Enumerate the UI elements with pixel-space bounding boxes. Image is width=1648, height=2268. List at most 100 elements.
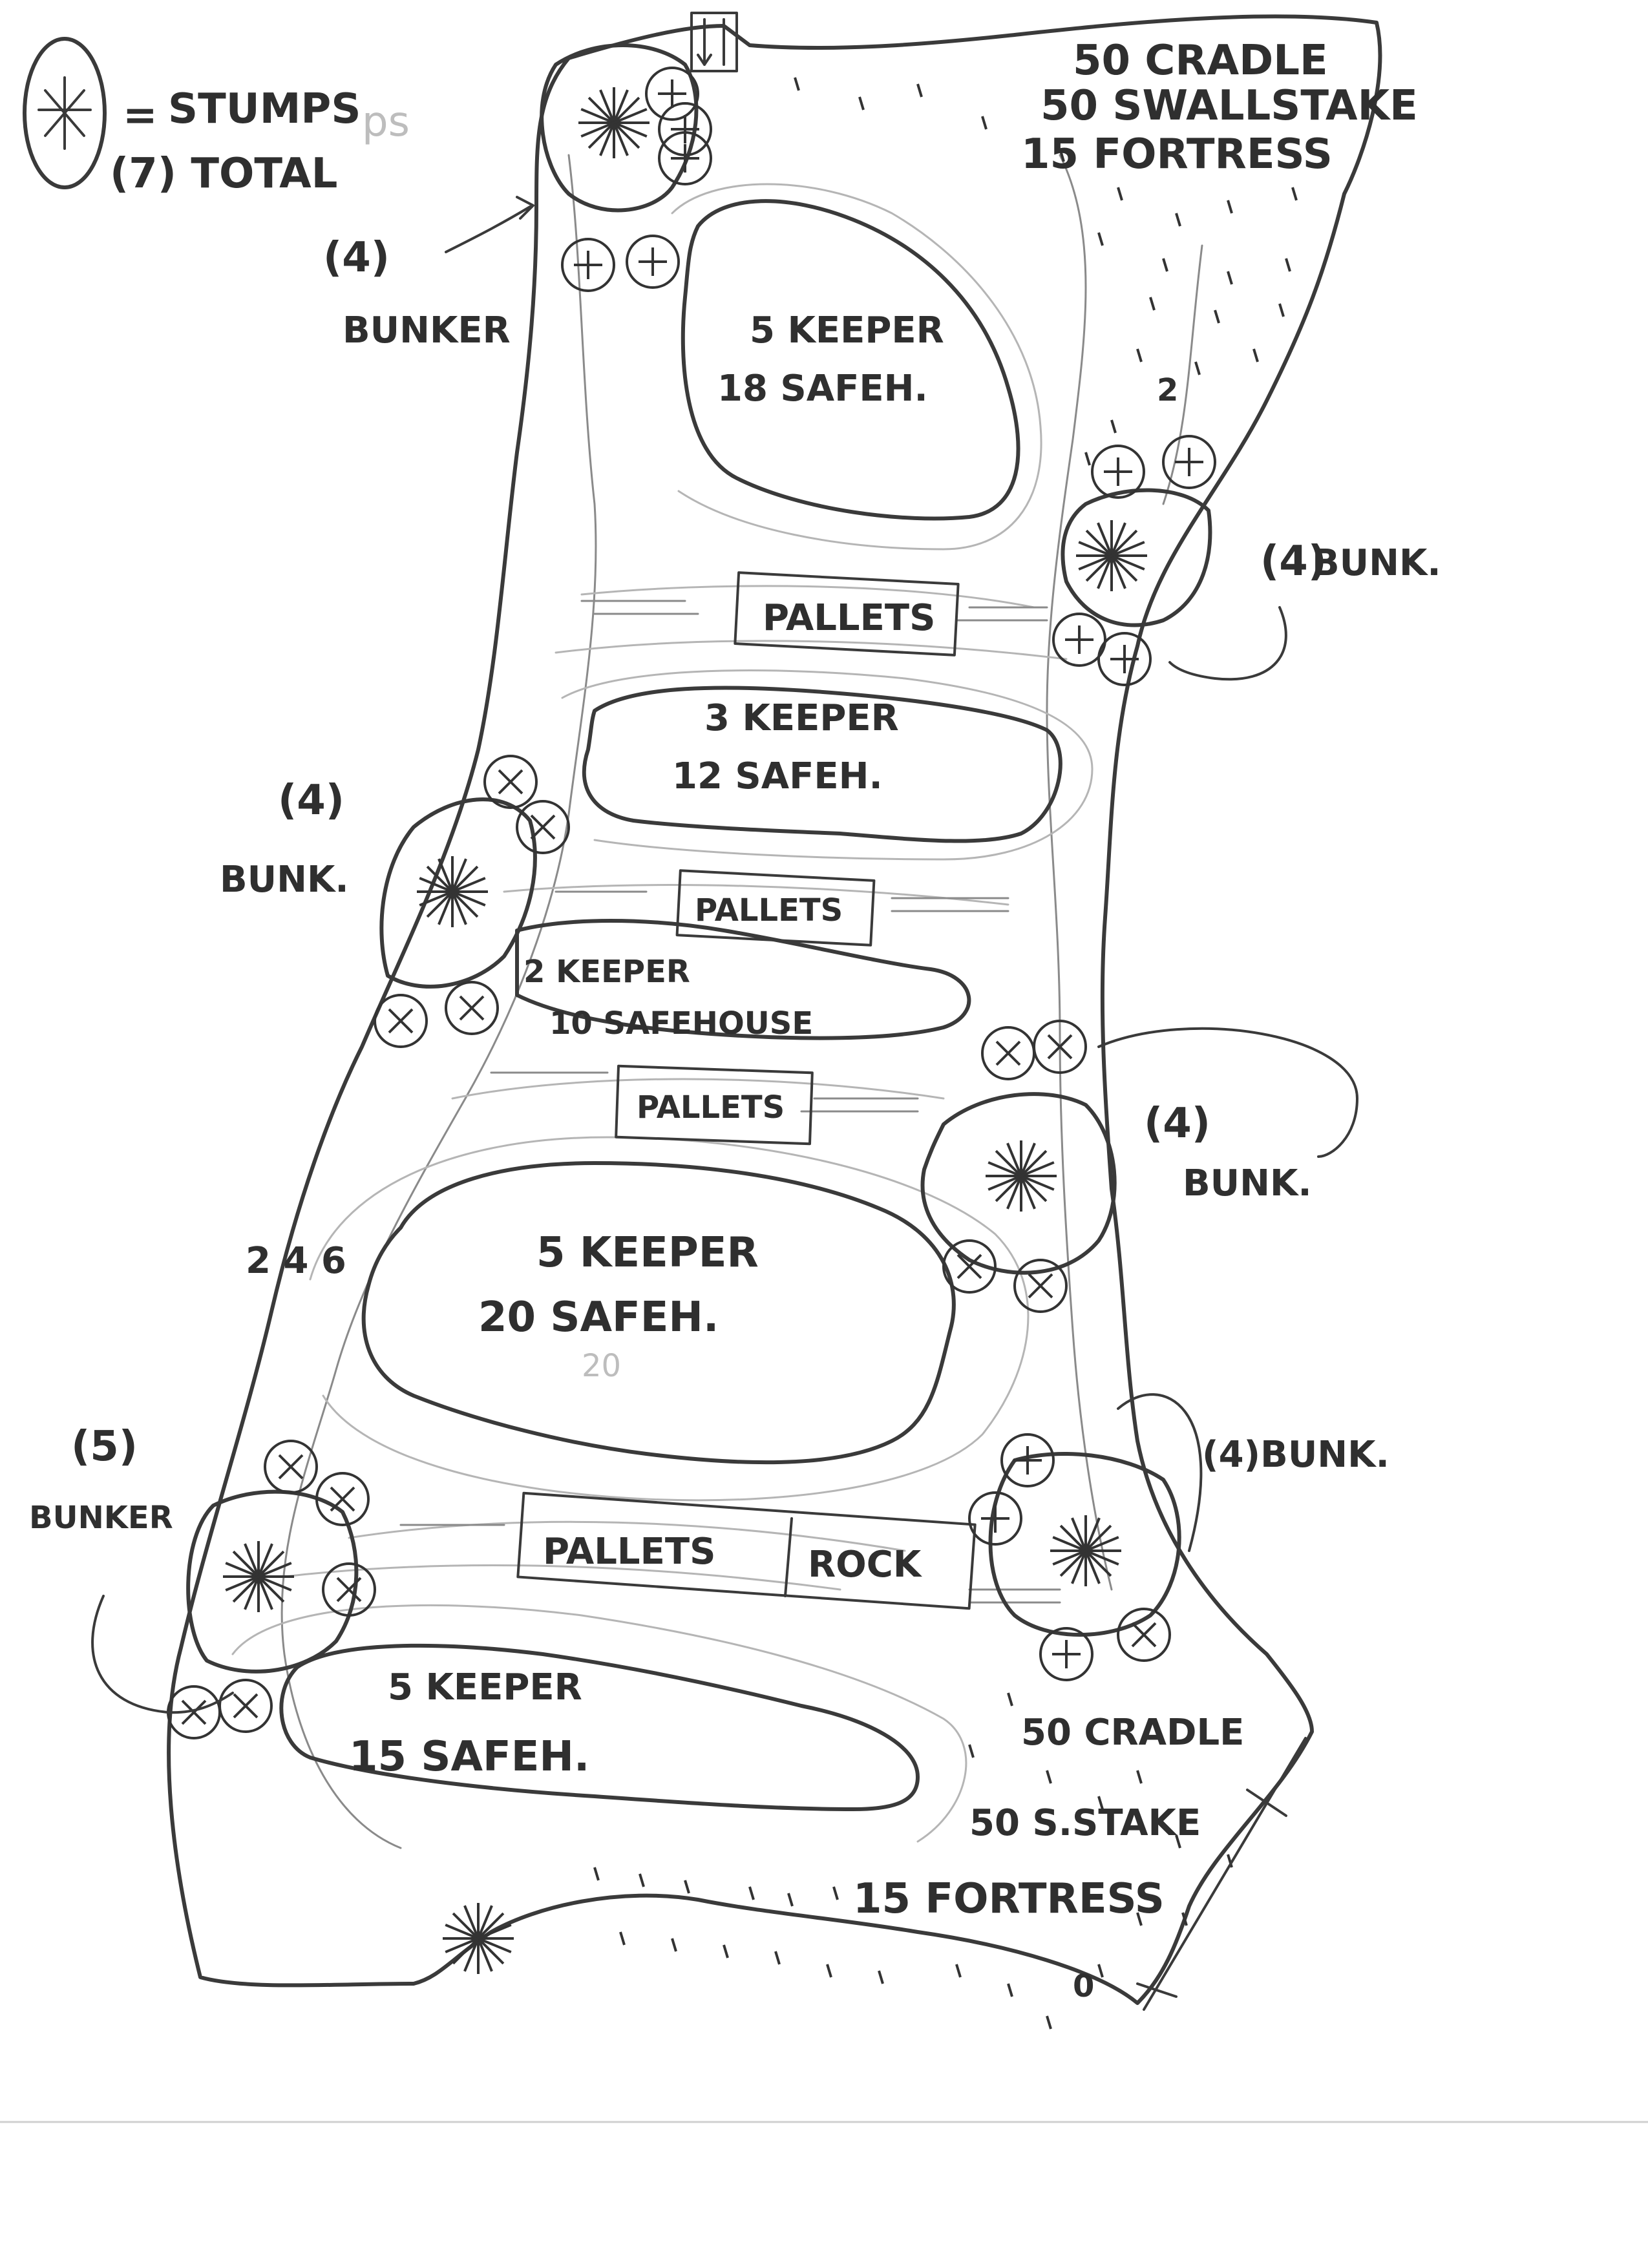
legend: = STUMPS (7) TOTAL ps <box>23 37 410 198</box>
hatch-marks <box>580 600 1048 622</box>
zone-island-5 <box>279 1643 920 1811</box>
bunker-blob-right-lower <box>988 1452 1181 1637</box>
stake-mark <box>1175 213 1181 227</box>
bunker-pointer-line <box>1117 1393 1203 1552</box>
bunker-blob-right-mid <box>920 1092 1117 1275</box>
bunker-circle <box>1117 1608 1171 1662</box>
zone-4-safe-label: 20 SAFEH. <box>478 1294 719 1341</box>
bunker-circle <box>968 1491 1022 1546</box>
legend-stumps-label: STUMPS <box>168 85 361 133</box>
stake-mark <box>1007 1692 1013 1706</box>
zone-island-4 <box>361 1161 956 1465</box>
pallet-label: PALLETS <box>763 597 935 639</box>
stake-mark <box>1136 1912 1143 1926</box>
stake-mark <box>748 1886 755 1900</box>
stake-mark <box>794 77 800 91</box>
rock-label: ROCK <box>808 1544 923 1586</box>
bunker-left-lower-label: BUNKER <box>29 1500 173 1536</box>
stake-mark <box>1214 310 1220 324</box>
hatch-marks <box>555 890 1009 912</box>
bunker-circle <box>1162 435 1216 489</box>
stake-mark <box>619 1931 626 1946</box>
stake-mark <box>826 1964 832 1978</box>
stake-mark <box>1194 361 1201 375</box>
bunker-right-mid-label: BUNK. <box>1183 1162 1312 1204</box>
zone-1-keeper-label: 5 KEEPER <box>750 310 944 352</box>
stake-mark <box>1175 1834 1181 1849</box>
inner-track-right <box>1046 154 1113 1591</box>
bunker-right-upper-label: BUNK. <box>1312 542 1441 584</box>
bunker-blob-left-lower <box>186 1489 359 1674</box>
bunker-circle <box>981 1026 1035 1080</box>
hatch-marks <box>490 1071 919 1113</box>
bunker-circle <box>1033 1020 1087 1074</box>
stake-mark <box>1285 258 1291 272</box>
bunker-blob-top <box>540 43 699 213</box>
bunker-left-lower-count: (5) <box>71 1423 138 1471</box>
zone-island-3 <box>515 919 971 1040</box>
bunker-circle <box>322 1562 376 1617</box>
bunker-pointer-line <box>1097 1027 1358 1158</box>
zone-2-keeper-label: 3 KEEPER <box>704 697 899 739</box>
bunker-top-left-label: BUNKER <box>343 310 511 352</box>
stake-mark <box>1278 303 1285 317</box>
stake-mark <box>1227 271 1233 285</box>
stake-mark <box>1149 297 1156 311</box>
stake-mark <box>1252 348 1259 362</box>
bunker-pointer-line <box>1168 606 1287 681</box>
north-marker <box>690 12 738 72</box>
boundary-line <box>1143 1737 1307 2011</box>
mark-left-numbers: 2 4 6 <box>246 1240 346 1282</box>
zone-island-4-ring <box>309 1136 1030 1502</box>
legend-stump-symbol <box>23 37 107 189</box>
bunker-left-mid-label: BUNK. <box>220 859 349 901</box>
stake-mark <box>832 1886 839 1900</box>
bunker-circle <box>374 994 428 1048</box>
stump-icon <box>1050 1515 1121 1586</box>
bunker-circle <box>658 131 712 185</box>
top-right-cradle-label: 50 CRADLE <box>1073 37 1328 85</box>
zone-5-safe-label: 15 SAFEH. <box>349 1733 589 1781</box>
bunker-circle <box>264 1440 318 1494</box>
bunker-circle <box>561 238 615 292</box>
stake-mark <box>1059 148 1065 162</box>
stake-mark <box>955 1964 962 1978</box>
stake-mark <box>1181 1912 1188 1926</box>
mark-number-2: 2 <box>1157 372 1178 408</box>
bunker-circle <box>483 755 538 809</box>
stake-mark <box>1097 232 1104 246</box>
pallet-label: PALLETS <box>695 892 843 929</box>
contour-line <box>283 1564 841 1591</box>
stump-icon <box>1076 520 1147 591</box>
stake-mark <box>774 1951 781 1965</box>
stake-mark <box>1162 258 1168 272</box>
bunker-circle <box>1000 1433 1055 1487</box>
bunker-top-left-count: (4) <box>323 234 390 282</box>
stump-icon <box>223 1541 294 1612</box>
stake-mark <box>858 96 865 110</box>
pallet-rock-box: PALLETS ROCK <box>516 1491 977 1610</box>
stump-icon <box>986 1140 1057 1212</box>
mark-bottom-0: 0 <box>1073 1968 1094 2004</box>
bunker-blob-right-upper <box>1061 488 1212 627</box>
bottom-right-fortress-label: 15 FORTRESS <box>853 1875 1165 1923</box>
stake-mark <box>1046 2015 1052 2030</box>
stake-mark <box>968 1744 975 1758</box>
bottom-right-stake-label: 50 S.STAKE <box>969 1802 1201 1844</box>
stake-mark <box>723 1944 729 1958</box>
channel-line <box>1162 244 1203 505</box>
hatch-marks <box>399 1524 1061 1604</box>
stump-icon <box>417 856 488 927</box>
zone-island-1-ring <box>671 183 1042 551</box>
zone-5-keeper-label: 5 KEEPER <box>388 1666 582 1708</box>
stake-mark <box>1136 1770 1143 1784</box>
pallet-box-1: PALLETS <box>734 571 960 656</box>
bunker-circle <box>626 235 680 289</box>
zone-island-1 <box>681 199 1020 521</box>
bunker-blob-left-mid <box>379 797 537 989</box>
zone-4-keeper-label: 5 KEEPER <box>536 1229 759 1277</box>
top-right-stake-label: 50 SWALLSTAKE <box>1041 82 1418 130</box>
legend-total-label: (7) TOTAL <box>110 150 337 198</box>
stake-marks-layer <box>593 77 1298 2030</box>
